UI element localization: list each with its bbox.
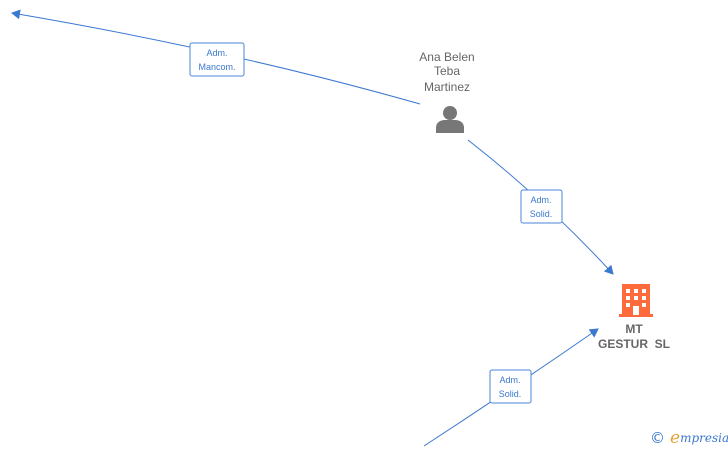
edge-label-line: Adm.	[499, 375, 520, 385]
edge-label[interactable]: Adm. Solid.	[520, 189, 563, 224]
person-name-line: Teba	[434, 64, 460, 78]
edge-person-offscreen: Adm. Mancom.	[11, 9, 421, 105]
copyright-icon: ©	[650, 429, 665, 447]
edge-label[interactable]: Adm. Solid.	[489, 369, 532, 404]
brand-name: mpresia	[680, 431, 728, 445]
edge-label-line: Solid.	[499, 389, 522, 399]
copyright-brand: © e mpresia	[650, 428, 728, 448]
company-node[interactable]: MT GESTUR SL	[598, 284, 670, 351]
brand-initial: e	[670, 428, 681, 448]
edge-label-line: Adm.	[530, 195, 551, 205]
edge-person-company: Adm. Solid.	[467, 139, 614, 275]
person-name-line: Martinez	[424, 80, 470, 94]
edge-label[interactable]: Adm. Mancom.	[189, 42, 245, 77]
person-icon	[436, 106, 464, 133]
edge-label-line: Mancom.	[198, 62, 235, 72]
person-node[interactable]: Ana Belen Teba Martinez	[419, 50, 475, 133]
company-name-line: GESTUR SL	[598, 337, 670, 351]
edge-offscreen-company: Adm. Solid.	[423, 328, 599, 447]
edge-label-line: Adm.	[206, 48, 227, 58]
company-name-line: MT	[625, 322, 643, 336]
edge-label-line: Solid.	[530, 209, 553, 219]
building-icon	[619, 284, 653, 317]
person-name-line: Ana Belen	[419, 50, 474, 64]
